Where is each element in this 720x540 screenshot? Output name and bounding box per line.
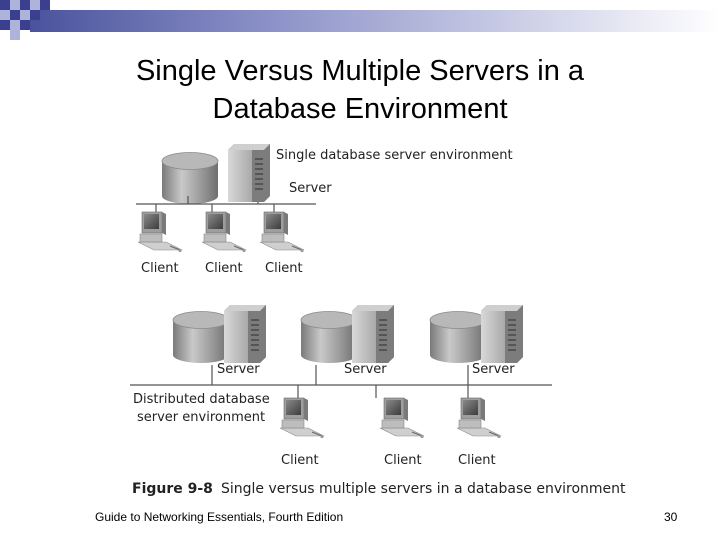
- slide-title: Single Versus Multiple Servers in a Data…: [60, 52, 660, 128]
- distributed-client-label-2: Client: [384, 453, 422, 468]
- distributed-client-icon-1: [279, 397, 325, 439]
- distributed-server-icon-2: [352, 305, 394, 363]
- figure-caption-text: Single versus multiple servers in a data…: [221, 481, 626, 497]
- distributed-client-label-1: Client: [281, 453, 319, 468]
- distributed-client-label-3: Client: [458, 453, 496, 468]
- distributed-server-icon-1: [224, 305, 266, 363]
- single-client-icon-1: [137, 211, 183, 253]
- page-number: 30: [664, 510, 678, 524]
- slide-title-line2: Database Environment: [212, 93, 508, 125]
- distributed-database-icon-2: [300, 311, 358, 364]
- single-client-icon-3: [259, 211, 305, 253]
- figure-caption-number: Figure 9-8: [132, 481, 213, 497]
- distributed-env-label-line2: server environment: [137, 410, 265, 425]
- distributed-client-icon-3: [456, 397, 502, 439]
- single-server-label: Server: [289, 181, 332, 196]
- distributed-server-label-3: Server: [472, 362, 515, 377]
- distributed-server-icon-3: [481, 305, 523, 363]
- distributed-env-label-line1: Distributed database: [133, 392, 270, 407]
- single-client-icon-2: [201, 211, 247, 253]
- single-client-label-3: Client: [265, 261, 303, 276]
- distributed-database-icon-3: [429, 311, 487, 364]
- header-decoration: [0, 0, 720, 40]
- single-server-environment: Single database server environment Serve…: [136, 144, 513, 276]
- distributed-server-label-2: Server: [344, 362, 387, 377]
- single-client-label-2: Client: [205, 261, 243, 276]
- single-env-label: Single database server environment: [276, 148, 513, 163]
- single-server-icon: [228, 144, 270, 202]
- footer-source: Guide to Networking Essentials, Fourth E…: [95, 510, 344, 524]
- slide-title-line1: Single Versus Multiple Servers in a: [135, 55, 585, 87]
- distributed-server-environment: Server Server Server Distributed databas…: [130, 305, 552, 468]
- distributed-database-icon-1: [172, 311, 230, 364]
- distributed-server-label-1: Server: [217, 362, 260, 377]
- single-database-icon: [161, 152, 219, 205]
- distributed-client-icon-2: [379, 397, 425, 439]
- single-client-label-1: Client: [141, 261, 179, 276]
